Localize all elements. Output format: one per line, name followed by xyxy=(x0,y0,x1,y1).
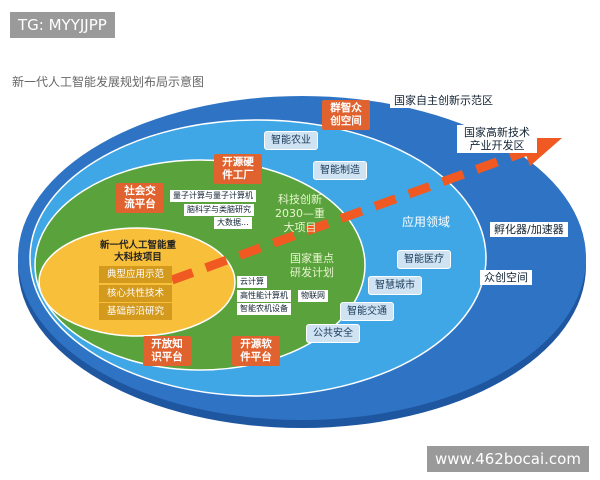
label-smart-manufacturing: 智能制造 xyxy=(313,161,367,180)
label-public-safety: 公共安全 xyxy=(306,324,360,343)
label-hightech-zone: 国家高新技术产业开发区 xyxy=(457,125,537,153)
label-smart-transport: 智能交通 xyxy=(340,302,394,321)
label-smart-healthcare: 智能医疗 xyxy=(397,250,451,269)
label-quantum: 量子计算与量子计算机 xyxy=(170,190,256,202)
label-national-rd-plan: 国家重点研发计划 xyxy=(290,252,334,279)
label-maker-space: 众创空间 xyxy=(480,270,532,285)
diagram-title: 新一代人工智能发展规划布局示意图 xyxy=(12,75,205,89)
label-incubator: 孵化器/加速器 xyxy=(490,222,568,237)
label-big-data: 大数据... xyxy=(214,217,252,229)
label-basic-research: 基础前沿研究 xyxy=(99,303,173,320)
label-agri-machinery: 智能农机设备 xyxy=(237,303,291,315)
watermark-top: TG: MYYJJPP xyxy=(10,12,115,38)
label-hpc: 高性能计算机 xyxy=(237,290,291,302)
label-smart-city: 智慧城市 xyxy=(368,276,422,295)
label-cloud: 云计算 xyxy=(237,276,267,288)
label-brain-science: 脑科学与类脑研究 xyxy=(184,204,254,216)
dashed-arrow-line xyxy=(170,145,532,285)
platform-open-software: 开源软件平台 xyxy=(232,336,280,366)
label-application-domain: 应用领域 xyxy=(402,215,451,229)
platform-open-knowledge: 开放知识平台 xyxy=(143,336,191,366)
label-sti-2030: 科技创新2030—重大项目 xyxy=(275,193,325,234)
label-typical-application: 典型应用示范 xyxy=(99,266,173,283)
label-national-innovation-zone: 国家自主创新示范区 xyxy=(390,93,497,108)
platform-social-exchange: 社会交流平台 xyxy=(116,183,164,213)
label-core-tech: 核心共性技术 xyxy=(99,285,173,302)
label-smart-agriculture: 智能农业 xyxy=(264,131,318,150)
platform-crowd-space: 群智众创空间 xyxy=(322,100,370,130)
label-iot: 物联网 xyxy=(298,290,328,302)
label-core-project: 新一代人工智能重大科技项目 xyxy=(99,240,176,263)
watermark-bottom: www.462bocai.com xyxy=(427,446,589,472)
platform-open-hardware: 开源硬件工厂 xyxy=(214,154,262,184)
